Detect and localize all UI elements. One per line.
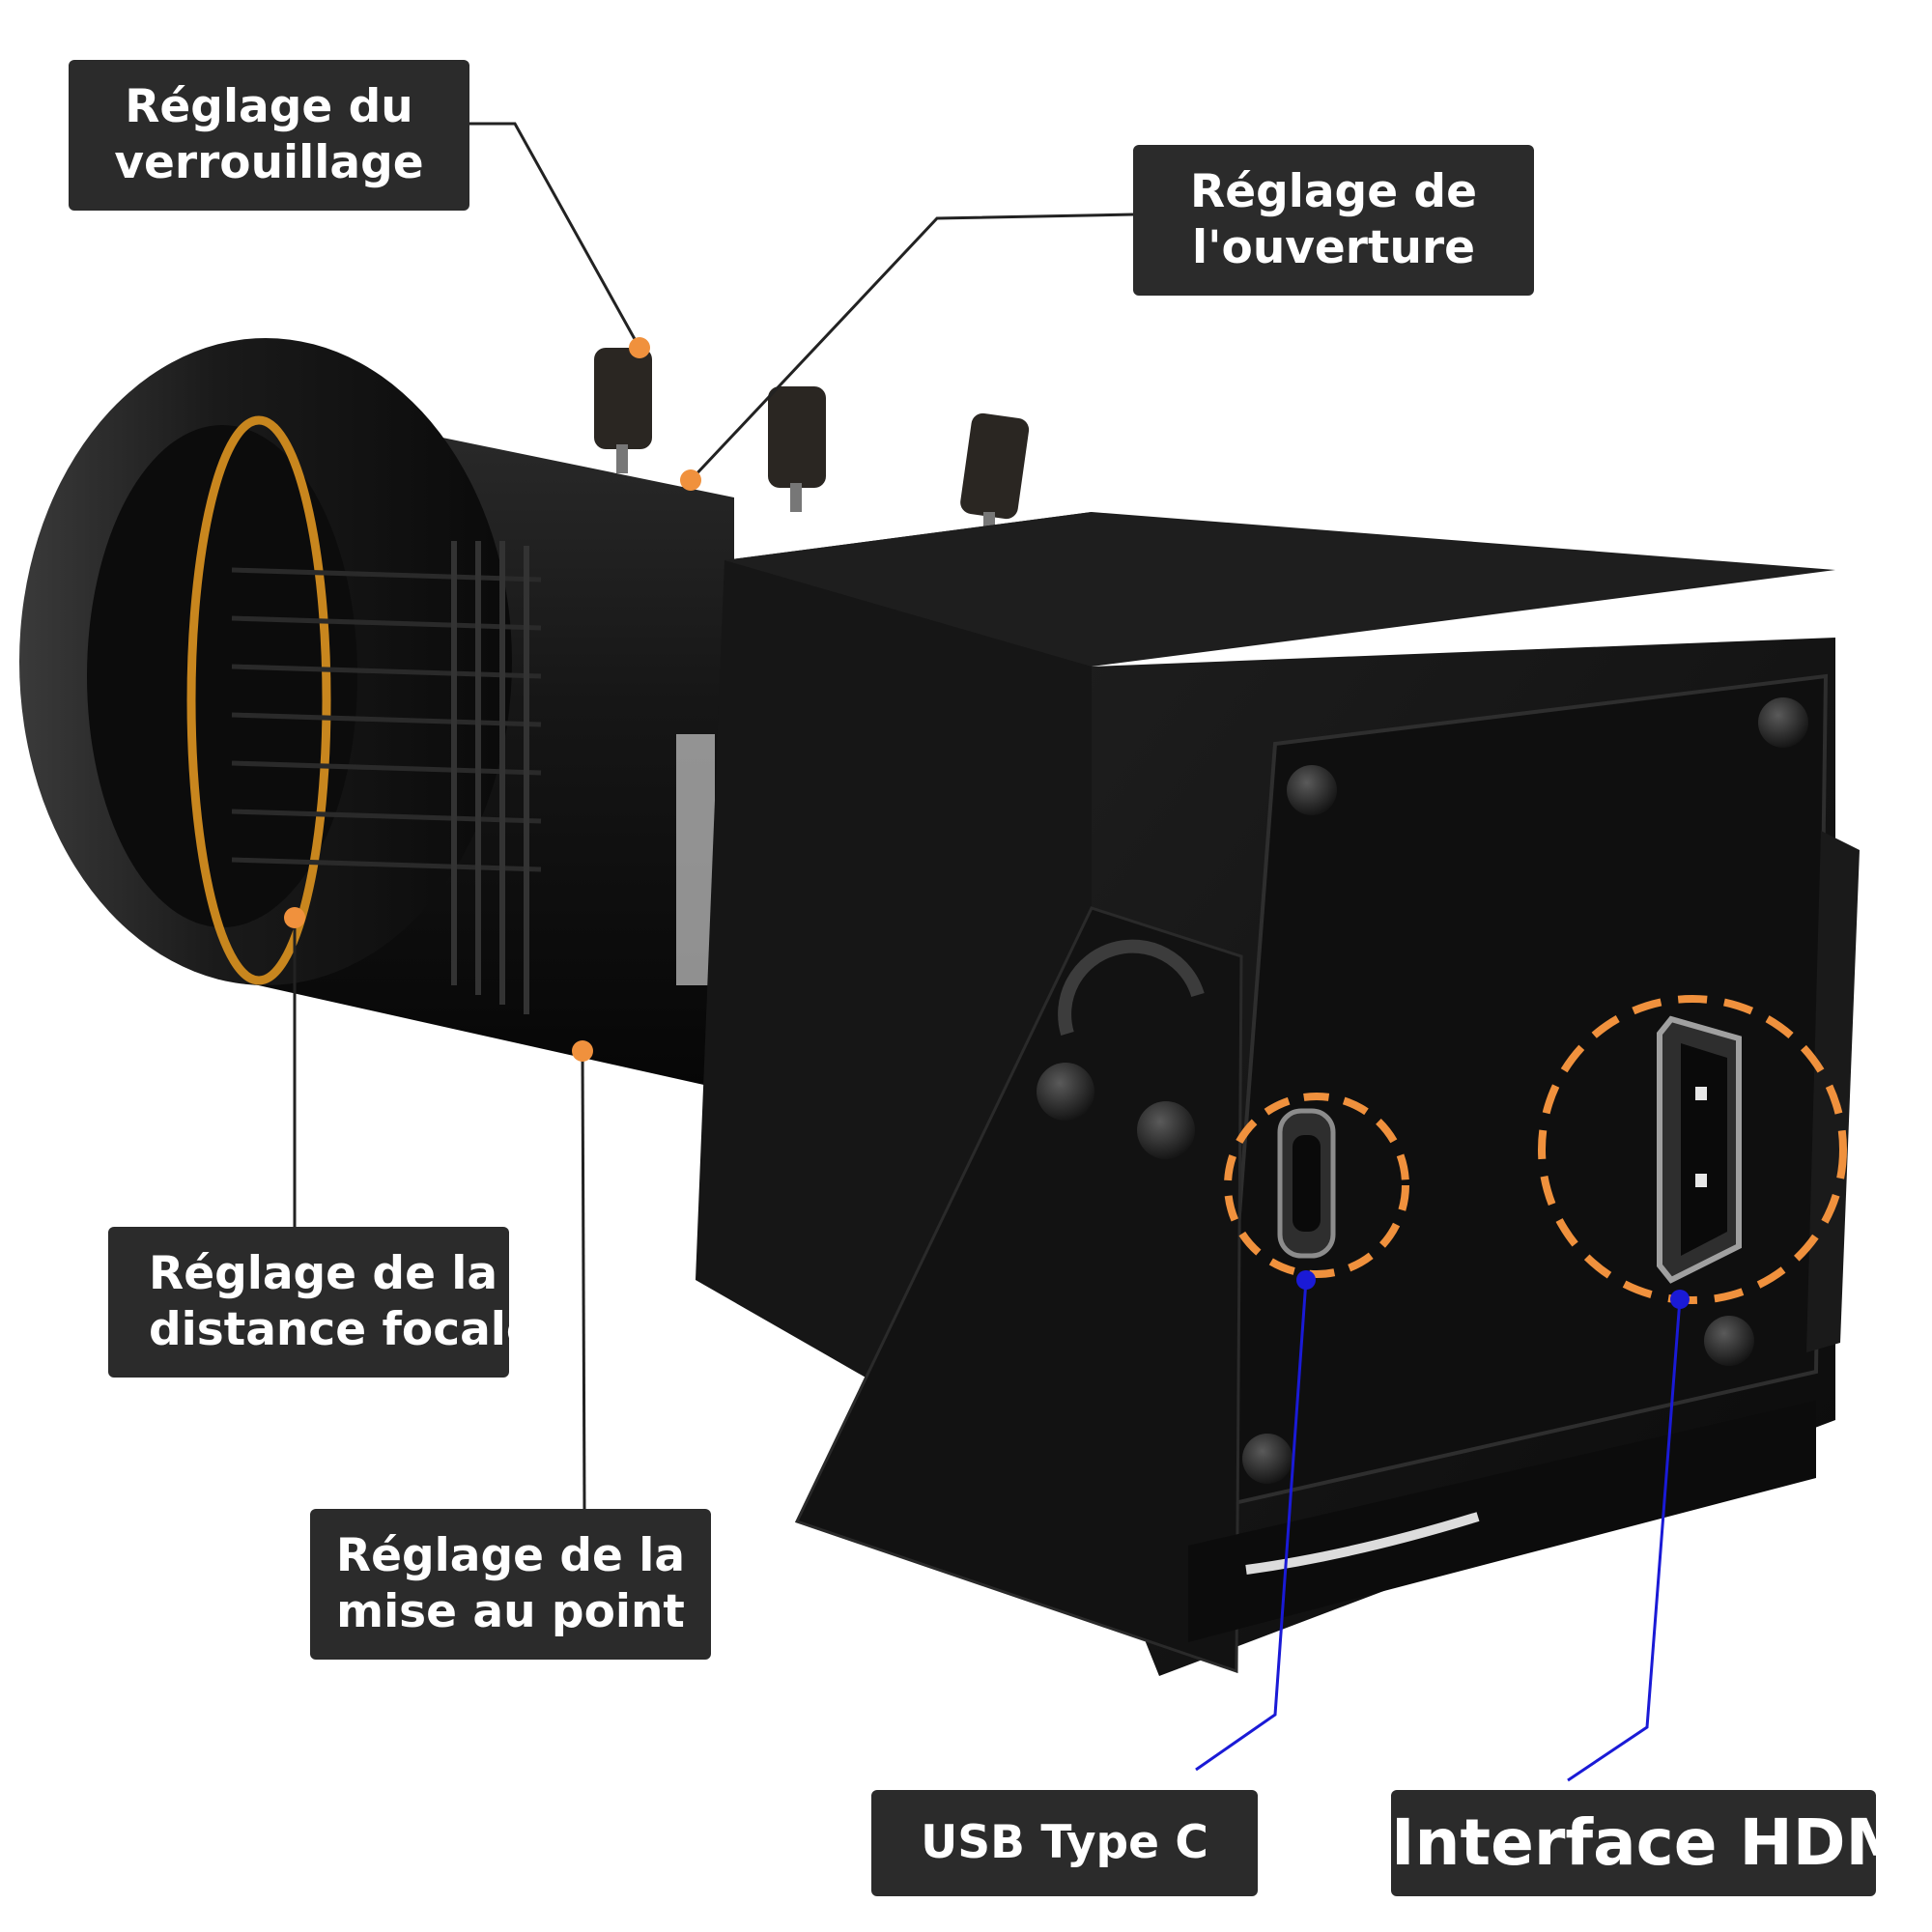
label-focal-length-adjustment: Réglage de la distance focale: [108, 1227, 537, 1378]
leader-focus: [581, 1050, 586, 1510]
label-focal-line1: Réglage de la: [149, 1247, 498, 1300]
label-usb-text: USB Type C: [921, 1816, 1208, 1869]
marker-hdmi: [1670, 1290, 1690, 1309]
label-hdmi-text: Interface HDMI: [1391, 1805, 1932, 1880]
label-usb-type-c: USB Type C: [871, 1790, 1258, 1896]
label-aperture-adjustment: Réglage de l'ouverture: [1133, 145, 1534, 296]
label-hdmi-interface: Interface HDMI: [1391, 1790, 1932, 1896]
label-focus-adjustment: Réglage de la mise au point: [310, 1509, 711, 1660]
marker-lock: [629, 337, 650, 358]
lens-barrel: [19, 338, 734, 1092]
leader-hdmi: [1567, 1298, 1682, 1782]
mount-bracket: [794, 906, 1243, 1674]
hdmi-highlight-circle: [1538, 995, 1847, 1304]
marker-aperture: [680, 469, 701, 491]
label-lock-adjustment: Réglage du verrouillage: [69, 60, 469, 211]
leader-usb: [1195, 1279, 1308, 1772]
thumb-screws: [594, 348, 1030, 541]
label-aperture-line1: Réglage de: [1190, 165, 1477, 218]
gold-ring: [186, 415, 331, 985]
marker-focus: [572, 1040, 593, 1062]
marker-dots: [284, 337, 1690, 1309]
label-lock-line2: verrouillage: [114, 136, 424, 189]
label-focus-line2: mise au point: [336, 1585, 685, 1638]
marker-focal: [284, 907, 305, 928]
label-aperture-line2: l'ouverture: [1192, 221, 1475, 274]
leader-lines: [293, 122, 1134, 1510]
hdmi-port: [1657, 1015, 1742, 1284]
usb-c-port: [1277, 1108, 1336, 1259]
screws: [1037, 697, 1808, 1484]
label-focal-line2: distance focale: [149, 1303, 537, 1356]
leader-lock: [469, 122, 641, 349]
focus-ring: [451, 541, 529, 1014]
marker-usb: [1296, 1270, 1316, 1290]
focal-ring: [231, 567, 542, 872]
label-focus-line1: Réglage de la: [335, 1529, 686, 1582]
usb-highlight-circle: [1224, 1093, 1409, 1278]
leader-aperture: [689, 213, 1134, 482]
label-lock-line1: Réglage du: [125, 80, 413, 133]
port-leader-lines: [1195, 1279, 1682, 1782]
